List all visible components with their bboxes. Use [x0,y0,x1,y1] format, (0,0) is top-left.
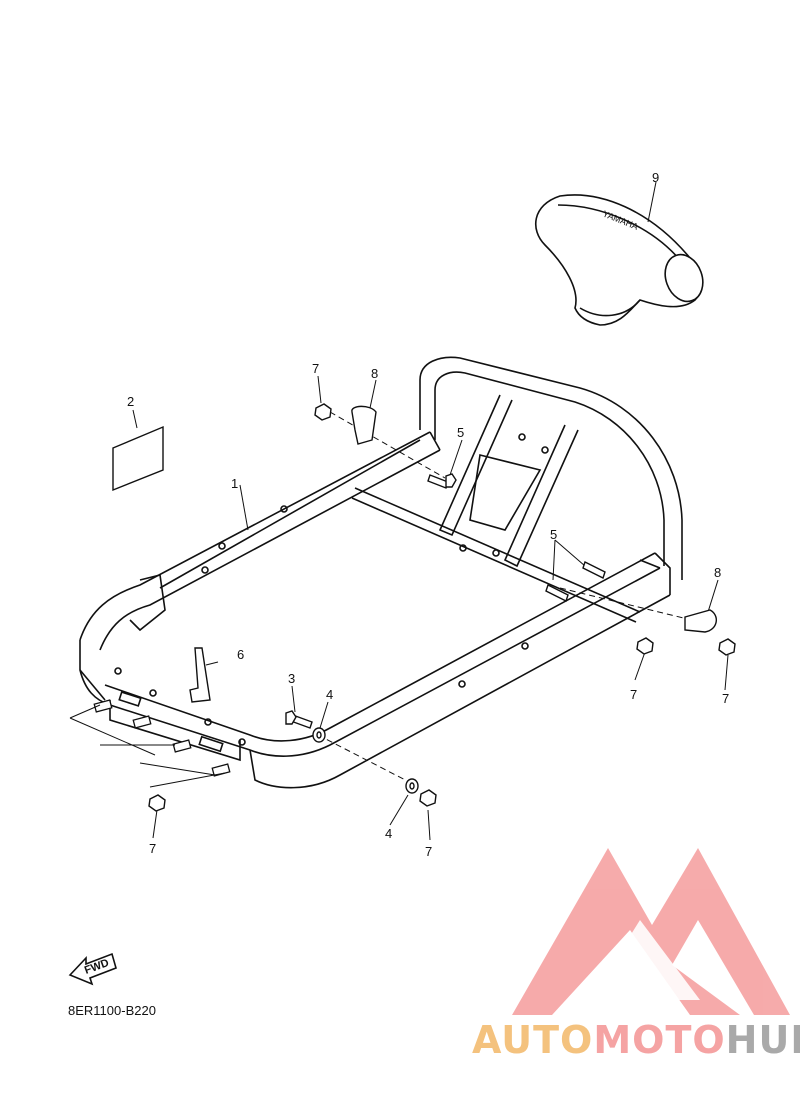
callout-4b: 4 [385,826,392,841]
studs [93,699,231,777]
callout-7b: 7 [630,687,637,702]
callout-3: 3 [288,671,295,686]
watermark-logo-icon [512,848,790,1015]
brand-part-moto: MOTO [593,1018,726,1062]
callout-7e: 7 [149,841,156,856]
callout-4a: 4 [326,687,333,702]
fwd-arrow-icon: FWD [68,952,117,986]
callout-6: 6 [237,647,244,662]
brand-part-hub: HUB [725,1018,800,1062]
callout-7a: 7 [312,361,319,376]
leader-lines [69,181,729,841]
watermark-brand: AUTOMOTOHUB [472,1018,800,1062]
callout-5a: 5 [457,425,464,440]
callout-9: 9 [652,170,659,185]
diagram-code: 8ER1100-B220 [68,1003,156,1018]
callout-7c: 7 [722,691,729,706]
brand-part-auto: AUTO [472,1018,594,1062]
callout-8b: 8 [714,565,721,580]
callout-2: 2 [127,394,134,409]
callout-7d: 7 [425,844,432,859]
sticker-part [112,425,164,492]
callout-8a: 8 [371,366,378,381]
callout-5b: 5 [550,527,557,542]
hardware [148,403,736,812]
callout-1: 1 [231,476,238,491]
frame-part [79,356,683,789]
grip-cover-part: YAMAHA [535,194,704,326]
